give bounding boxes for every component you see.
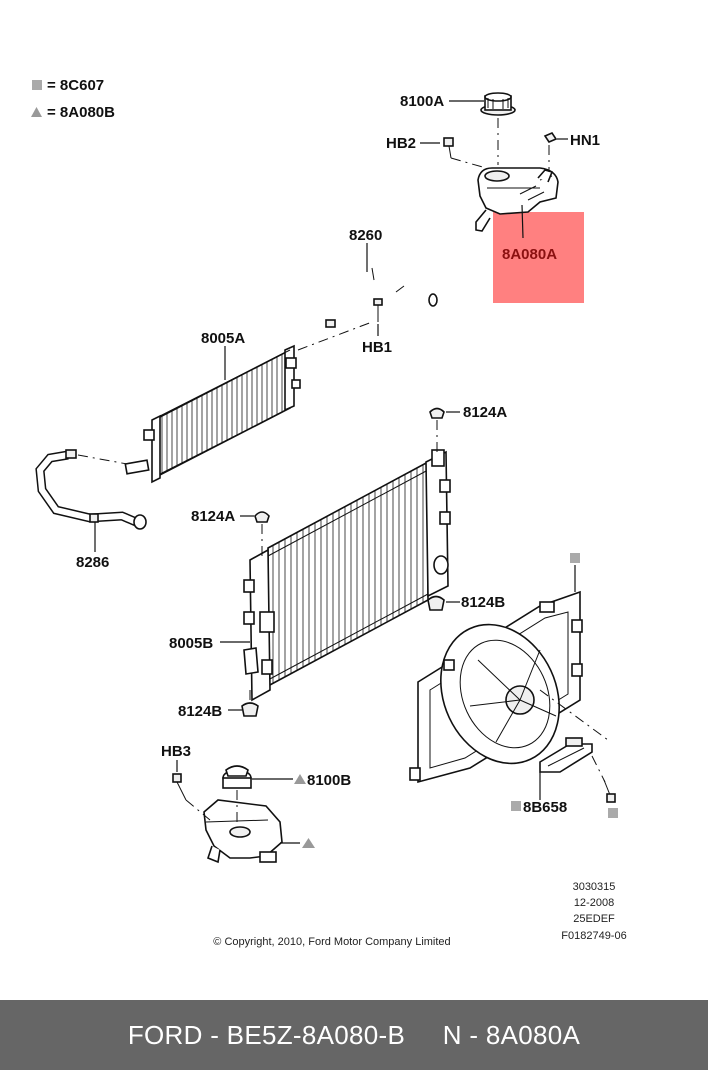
parts-diagram: = 8C607 = 8A080B (31, 77, 627, 948)
label-hn1: HN1 (570, 132, 600, 149)
fan-shroud-drawing (409, 590, 583, 784)
label-hb1: HB1 (362, 339, 392, 356)
hn1-nut-icon (543, 132, 558, 143)
label-8100a: 8100A (400, 93, 444, 110)
label-8124a-top: 8124A (463, 404, 507, 421)
marker-square-module-icon (511, 801, 521, 811)
cap-lower-drawing (222, 765, 252, 789)
label-8124b-lower: 8124B (178, 703, 222, 720)
legend-triangle-icon (31, 107, 42, 117)
meta-code-4: F0182749-06 (561, 930, 626, 942)
label-8005b: 8005B (169, 635, 213, 652)
meta-code-1: 3030315 (573, 881, 616, 893)
legend-square-icon (32, 80, 42, 90)
meta-code-3: 25EDEF (573, 913, 615, 925)
copyright: © Copyright, 2010, Ford Motor Company Li… (213, 936, 450, 948)
reservoir-drawing (475, 167, 559, 232)
meta-code-2: 12-2008 (574, 897, 614, 909)
highlight-box (493, 212, 584, 303)
mount-top-icon (429, 407, 445, 419)
label-hb3: HB3 (161, 743, 191, 760)
hose-8286-drawing (35, 449, 147, 530)
hb1-bolt-icon (373, 298, 383, 322)
mount-right-b-icon (427, 595, 445, 611)
legend-square-label: = 8C607 (47, 77, 104, 94)
cap-top-drawing (480, 92, 516, 116)
label-8286: 8286 (76, 554, 109, 571)
radiator-8005b-drawing (243, 449, 451, 702)
part-number-footer: FORD - BE5Z-8A080-B N - 8A080A (0, 1000, 708, 1070)
label-8b658: 8B658 (523, 799, 567, 816)
label-8260: 8260 (349, 227, 382, 244)
legend: = 8C607 = 8A080B (31, 77, 115, 121)
label-hb2: HB2 (386, 135, 416, 152)
label-8100b: 8100B (307, 772, 351, 789)
diagram-meta: 3030315 12-2008 25EDEF F0182749-06 © Cop… (213, 881, 626, 948)
marker-triangle-cap-icon (294, 774, 306, 784)
label-8124b-right: 8124B (461, 594, 505, 611)
marker-square-screw-icon (608, 808, 618, 818)
mount-lower-b-icon (241, 702, 259, 717)
screw-icon (603, 779, 616, 803)
hb3-bolt-icon (172, 773, 187, 801)
legend-triangle-label: = 8A080B (47, 104, 115, 121)
label-8a080a-highlight: 8A080A (502, 246, 557, 263)
hose-8260-drawing (325, 267, 438, 328)
label-8005a: 8005A (201, 330, 245, 347)
callout-labels: 8100A HB2 HN1 8A080A 8260 HB1 8005A 8124… (76, 93, 600, 816)
mount-left-icon (254, 511, 270, 523)
hb2-bolt-icon (443, 137, 454, 159)
reservoir-assembly-top (420, 92, 568, 239)
label-8124a-left: 8124A (191, 508, 235, 525)
marker-square-top-icon (570, 553, 580, 563)
reservoir-lower-drawing (203, 799, 283, 864)
marker-triangle-reservoir-icon (302, 838, 315, 848)
footer-part-number: FORD - BE5Z-8A080-B (127, 1019, 406, 1050)
footer-spacer (405, 1020, 443, 1051)
footer-reference: N - 8A080A (442, 1019, 581, 1050)
cooler-8005a-drawing (143, 344, 301, 484)
